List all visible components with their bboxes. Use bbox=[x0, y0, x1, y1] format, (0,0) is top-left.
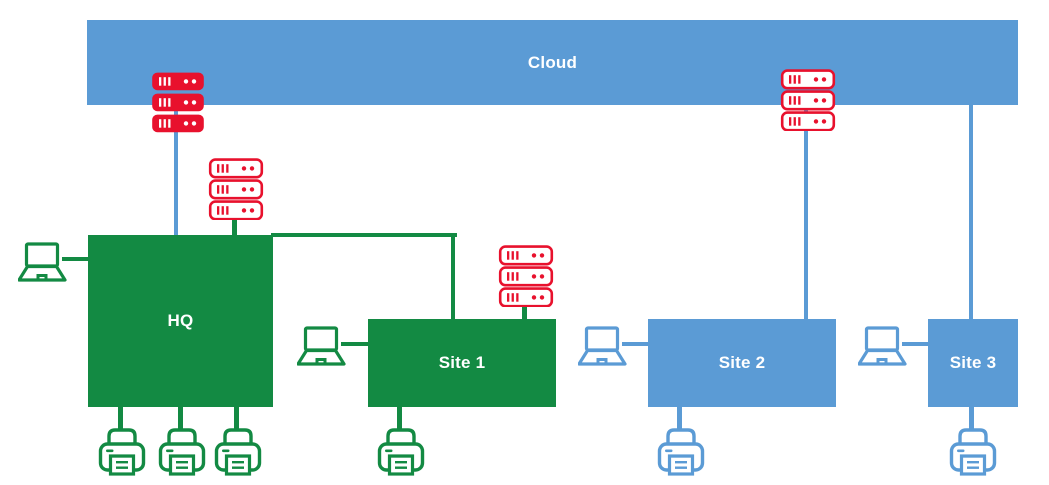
connection-line bbox=[177, 405, 183, 429]
connection-line bbox=[233, 405, 239, 429]
node-label-hq: HQ bbox=[167, 311, 194, 330]
node-label-site1: Site 1 bbox=[438, 353, 486, 372]
connection-line bbox=[451, 235, 455, 321]
server-stack-icon[interactable] bbox=[780, 69, 836, 131]
node-site3[interactable]: Site 3 bbox=[928, 319, 1018, 407]
connection-line bbox=[231, 213, 237, 237]
laptop-icon[interactable] bbox=[578, 322, 630, 372]
printer-icon[interactable] bbox=[214, 425, 262, 477]
laptop-icon[interactable] bbox=[18, 238, 70, 288]
server-stack-icon[interactable] bbox=[208, 158, 264, 220]
node-site1[interactable]: Site 1 bbox=[368, 319, 556, 407]
printer-icon[interactable] bbox=[98, 425, 146, 477]
connection-line bbox=[62, 257, 90, 261]
connection-line bbox=[341, 342, 371, 346]
node-cloud[interactable]: Cloud bbox=[87, 20, 1018, 105]
printer-icon[interactable] bbox=[377, 425, 425, 477]
node-hq[interactable]: HQ bbox=[88, 235, 273, 407]
laptop-icon[interactable] bbox=[858, 322, 910, 372]
connection-line bbox=[174, 105, 178, 235]
connection-line bbox=[969, 105, 973, 319]
printer-icon[interactable] bbox=[949, 425, 997, 477]
server-stack-icon[interactable] bbox=[148, 71, 208, 133]
connection-line bbox=[396, 405, 402, 429]
server-stack-icon[interactable] bbox=[498, 245, 554, 307]
laptop-icon[interactable] bbox=[297, 322, 349, 372]
node-label-site3: Site 3 bbox=[949, 353, 997, 372]
node-label-site2: Site 2 bbox=[718, 353, 766, 372]
connection-line bbox=[622, 342, 652, 346]
node-label-cloud: Cloud bbox=[527, 52, 578, 72]
connection-line bbox=[902, 342, 932, 346]
node-site2[interactable]: Site 2 bbox=[648, 319, 836, 407]
connection-line bbox=[968, 405, 974, 429]
connection-line bbox=[521, 300, 527, 322]
connection-line bbox=[804, 105, 808, 319]
connection-line bbox=[676, 405, 682, 429]
connection-line bbox=[271, 233, 457, 237]
printer-icon[interactable] bbox=[657, 425, 705, 477]
printer-icon[interactable] bbox=[158, 425, 206, 477]
connection-line bbox=[117, 405, 123, 429]
